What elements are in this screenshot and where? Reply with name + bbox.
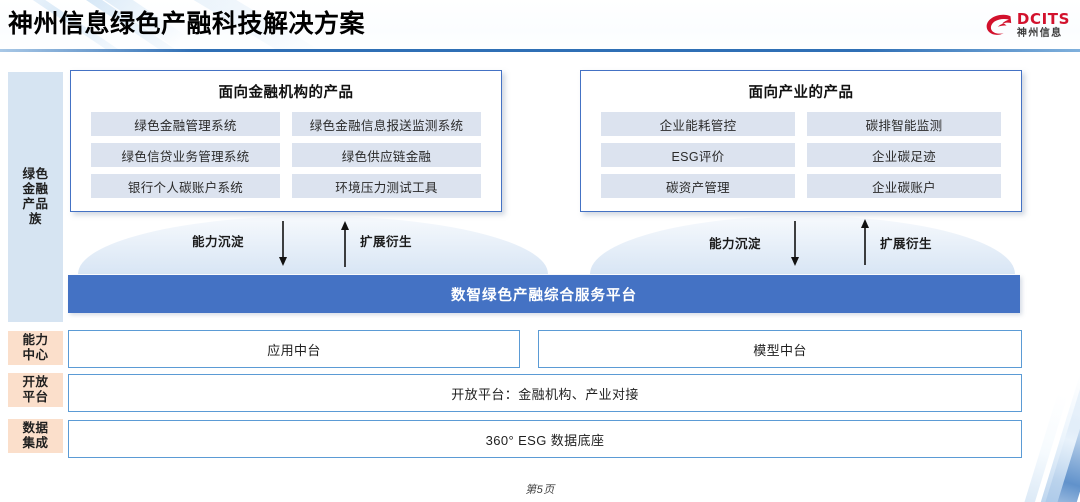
panel-title: 面向产业的产品 [748,85,854,101]
product-chip-grid: 企业能耗管控 碳排智能监测 ESG评价 企业碳足迹 碳资产管理 企业碳账户 [581,102,1021,198]
logo-wordmark: DCITS 神州信息 [1016,9,1070,39]
product-chip[interactable]: 企业碳足迹 [807,143,1001,167]
product-chip[interactable]: 企业碳账户 [807,174,1001,198]
product-chip[interactable]: 银行个人碳账户系统 [91,174,280,198]
sidebar-item-open-platform[interactable]: 开放 平台 [8,373,63,407]
arrow-down-icon-right [789,221,801,267]
brand-logo: DCITS 神州信息 [986,9,1070,41]
sidebar-item-label: 能力 中心 [22,332,49,362]
data-foundation-box[interactable]: 360° ESG 数据底座 [68,420,1022,458]
product-chip[interactable]: 碳资产管理 [601,174,795,198]
corner-ribbon-decoration [1041,351,1080,502]
panel-financial-institution-products: 面向金融机构的产品 绿色金融管理系统 绿色金融信息报送监测系统 绿色信贷业务管理… [70,70,502,212]
panel-title: 面向金融机构的产品 [218,85,354,101]
product-chip[interactable]: 环境压力测试工具 [292,174,481,198]
sidebar-item-label: 绿色 金融 产品 族 [22,166,49,227]
sidebar-item-green-finance-product-family[interactable]: 绿色 金融 产品 族 [8,72,63,322]
page-title: 神州信息绿色产融科技解决方案 [8,9,366,38]
arrow-up-icon-right [859,219,871,265]
sidebar-item-capability-center[interactable]: 能力 中心 [8,331,63,365]
product-chip[interactable]: 企业能耗管控 [601,112,795,136]
product-chip[interactable]: 绿色信贷业务管理系统 [91,143,280,167]
capability-box-label: 模型中台 [753,342,807,358]
data-foundation-label: 360° ESG 数据底座 [485,432,605,448]
dcits-swoosh-icon [986,14,1012,36]
open-platform-box[interactable]: 开放平台：金融机构、产业对接 [68,374,1022,412]
product-chip-grid: 绿色金融管理系统 绿色金融信息报送监测系统 绿色信贷业务管理系统 绿色供应链金融… [71,102,501,198]
logo-text-cn: 神州信息 [1016,27,1063,39]
open-platform-label: 开放平台：金融机构、产业对接 [451,386,639,402]
page-number-footer: 第5页 [525,484,555,496]
flow-label-expansion-derivation-right: 扩展衍生 [880,237,933,251]
flow-arc-decoration-left [78,216,548,274]
sidebar-item-label: 数据 集成 [22,420,49,450]
product-chip[interactable]: ESG评价 [601,143,795,167]
flow-arc-decoration-right [590,216,1015,274]
product-chip[interactable]: 绿色供应链金融 [292,143,481,167]
header-divider-rule [0,49,1080,52]
flow-label-expansion-derivation-left: 扩展衍生 [360,235,413,249]
capability-box-application-middle-platform[interactable]: 应用中台 [68,330,520,368]
arrow-up-icon-left [339,221,351,267]
panel-industry-products: 面向产业的产品 企业能耗管控 碳排智能监测 ESG评价 企业碳足迹 碳资产管理 … [580,70,1022,212]
product-chip[interactable]: 绿色金融信息报送监测系统 [292,112,481,136]
product-chip[interactable]: 绿色金融管理系统 [91,112,280,136]
flow-label-capability-precipitation-right: 能力沉淀 [709,237,762,251]
capability-box-model-middle-platform[interactable]: 模型中台 [538,330,1022,368]
logo-text-en: DCITS [1016,9,1070,28]
slide-header: 神州信息绿色产融科技解决方案 DCITS 神州信息 [0,0,1080,52]
platform-bar-label: 数智绿色产融综合服务平台 [451,287,637,304]
flow-label-capability-precipitation-left: 能力沉淀 [192,235,245,249]
capability-box-label: 应用中台 [267,342,321,358]
platform-bar[interactable]: 数智绿色产融综合服务平台 [68,275,1020,313]
arrow-down-icon-left [277,221,289,267]
product-chip[interactable]: 碳排智能监测 [807,112,1001,136]
sidebar-item-data-integration[interactable]: 数据 集成 [8,419,63,453]
sidebar-item-label: 开放 平台 [22,374,49,404]
